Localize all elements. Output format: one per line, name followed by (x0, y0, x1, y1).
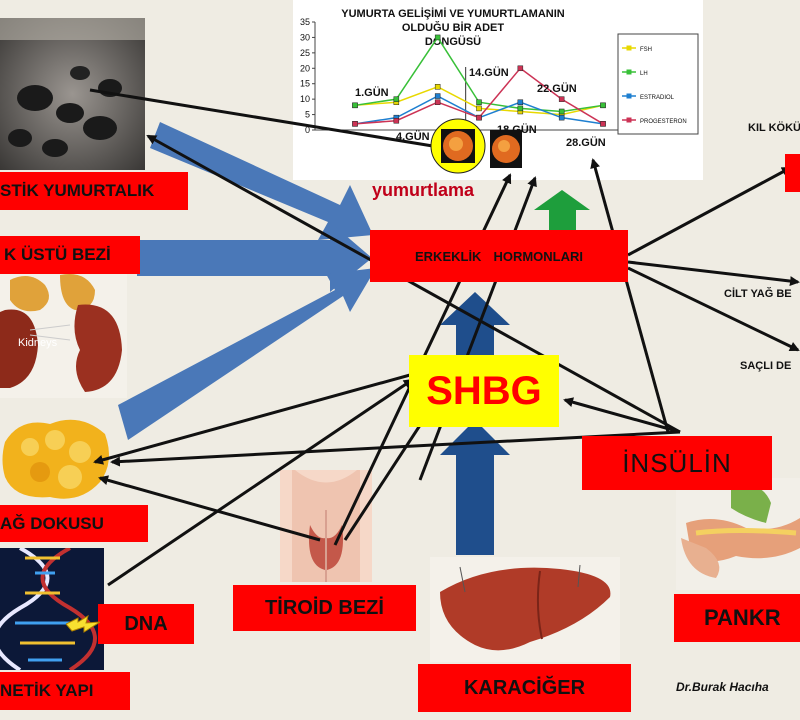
fat-box: AĞ DOKUSU (0, 505, 148, 542)
chart-y-tick-label: 15 (300, 79, 310, 89)
thyroid-to-shbg-arrow-1 (343, 408, 432, 541)
shbg-label: SHBG (426, 368, 542, 413)
insulin-box: İNSÜLİN (582, 436, 772, 490)
chart-point-lh (476, 99, 482, 105)
fat-label: AĞ DOKUSU (0, 513, 104, 533)
thyroid-label: TİROİD BEZİ (265, 596, 384, 619)
chart-y-tick-label: 10 (300, 94, 310, 104)
shbg-box: SHBG (409, 355, 559, 427)
chart-point-progesteron (558, 96, 565, 102)
chart-point-estradiol (434, 93, 441, 99)
legend-marker (626, 69, 632, 75)
dna-label: DNA (124, 612, 168, 635)
dna-to-shbg-arrow (107, 378, 414, 587)
kidneys-image: Kidneys (0, 270, 127, 398)
pancreas-box: PANKR (674, 594, 800, 642)
shbg-to-androgens-black-arrow (418, 176, 537, 481)
chart-point-lh (517, 105, 524, 112)
fat-to-androgens-arrow (118, 268, 376, 440)
legend-label: PROGESTERON (640, 119, 687, 125)
chart-point-progesteron (476, 114, 482, 121)
chart-point-progesteron (393, 117, 400, 124)
genetic-box: NETİK YAPI (0, 672, 130, 710)
liver-to-shbg-arrow (440, 420, 510, 555)
legend-marker (626, 117, 632, 123)
liver-label: KARACİĞER (463, 676, 586, 699)
androgens-to-ovulation-arrow (534, 190, 590, 230)
chart-day-label: 4.GÜN (396, 130, 430, 143)
chart-point-progesteron (434, 99, 441, 105)
androgens-box: ERKEKLİK HORMONLARI (370, 230, 628, 282)
shbg-to-androgens-arrow (440, 292, 510, 356)
dna-box: DNA (98, 604, 194, 644)
chart-legend (617, 33, 699, 135)
chart-point-fsh (434, 84, 441, 90)
chart-y-tick-label: 35 (300, 17, 310, 27)
insulin-to-chart-arrow (590, 158, 670, 433)
chart-point-lh (352, 102, 358, 109)
chart-y-tick-label: 30 (300, 32, 310, 42)
skin-oil-label: CİLT YAĞ BE (724, 288, 792, 300)
ovary-to-egg-arrow (89, 88, 447, 152)
dna-helix-image (0, 548, 104, 670)
chart-point-estradiol (517, 99, 524, 105)
chart-day-label: 22.GÜN (537, 82, 577, 95)
liver-image (430, 557, 620, 662)
legend-label: LH (640, 71, 648, 77)
thyroid-neck-image (280, 470, 372, 582)
ovulation-label: yumurtlama (372, 180, 475, 200)
chart-point-fsh (476, 105, 482, 112)
legend-label: ESTRADIOL (640, 95, 675, 101)
chart-point-estradiol (558, 114, 565, 121)
chart-y-tick-label: 20 (300, 63, 310, 73)
lightning-icon (66, 614, 100, 633)
hair-root-box (785, 154, 800, 192)
androgens-to-hairy-skin-arrow (627, 266, 800, 352)
pancreas-image (676, 478, 800, 590)
androgens-label-1: ERKEKLİK (415, 248, 482, 264)
ovary-to-androgens-arrow (150, 122, 373, 240)
chart-point-lh (600, 102, 606, 109)
chart-title-line1: YUMURTA GELİŞİMİ VE YUMURTLAMANIN (341, 7, 565, 20)
chart-point-lh (393, 96, 400, 102)
androgens-to-hair-root-arrow (627, 166, 792, 257)
chart-day-label: 28.GÜN (566, 136, 606, 149)
chart-y-tick-label: 0 (305, 125, 310, 135)
chart-title-line2: OLDUĞU BİR ADET (402, 21, 505, 34)
chart-point-lh (434, 34, 441, 41)
insulin-to-ovary-arrow (146, 134, 681, 434)
adrenal-box: K ÜSTÜ BEZİ (0, 236, 140, 274)
egg-cells-group (430, 118, 522, 174)
chart-point-progesteron (600, 121, 606, 127)
pancreas-label: PANKR (704, 605, 781, 630)
liver-box: KARACİĞER (418, 664, 631, 712)
chart-y-tick-label: 5 (305, 110, 310, 120)
shbg-to-fat-arrow (93, 373, 411, 465)
chart-y-tick-label: 25 (300, 48, 310, 58)
legend-marker (626, 45, 632, 51)
kidneys-caption: Kidneys (18, 337, 58, 349)
chart-point-lh (558, 108, 565, 115)
insulin-to-shbg-arrow (563, 397, 681, 434)
hairy-skin-label: SAÇLI DE (740, 360, 792, 372)
legend-label: FSH (640, 47, 652, 53)
adrenal-label: K ÜSTÜ BEZİ (4, 245, 111, 264)
insulin-label: İNSÜLİN (622, 447, 732, 478)
chart-point-progesteron (517, 65, 524, 72)
hair-root-label: KIL KÖKÜ (748, 122, 800, 134)
thyroid-to-fat-arrow (98, 475, 321, 542)
ovary-box: STİK YUMURTALIK (0, 172, 188, 210)
androgens-to-skin-arrow (627, 260, 800, 287)
genetic-label: NETİK YAPI (0, 681, 94, 700)
chart-day-label: 14.GÜN (469, 66, 509, 79)
legend-marker (626, 93, 632, 99)
chart-point-progesteron (352, 121, 358, 127)
ovary-label: STİK YUMURTALIK (0, 181, 155, 200)
author-credit: Dr.Burak Hacıha (676, 680, 769, 694)
adrenal-to-androgens-arrow (137, 222, 372, 292)
chart-day-label: 1.GÜN (355, 86, 389, 99)
thyroid-box: TİROİD BEZİ (233, 585, 416, 631)
androgens-label-2: HORMONLARI (493, 248, 583, 264)
